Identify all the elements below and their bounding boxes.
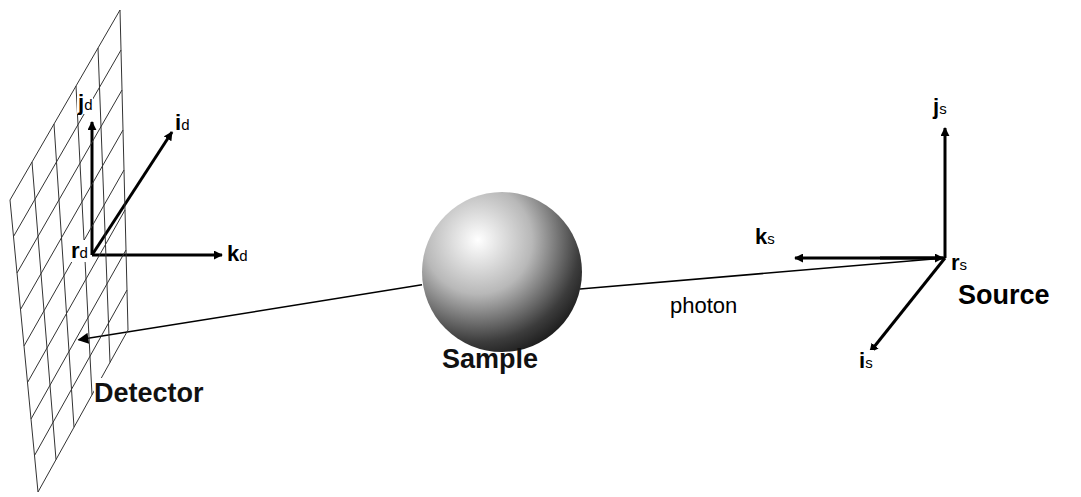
sphere-shape xyxy=(422,192,582,352)
source-axes xyxy=(795,128,945,352)
axis-label: rs xyxy=(950,252,968,274)
detector-axes xyxy=(92,122,222,255)
axis-label: ks xyxy=(754,226,776,248)
axis-label: jd xyxy=(77,92,93,114)
part-label: Source xyxy=(958,280,1050,311)
photon-connector xyxy=(79,285,422,340)
part-label: photon xyxy=(670,293,737,319)
node-heading: Sample xyxy=(442,344,538,375)
axis-label: js xyxy=(932,96,948,118)
axis-label: id xyxy=(174,112,190,134)
photon-path xyxy=(580,258,945,289)
axis-label: kd xyxy=(226,243,249,265)
sample-sphere: Sample xyxy=(422,192,582,352)
axis-label: is xyxy=(858,350,874,372)
axis-label: rd xyxy=(70,240,89,262)
node-heading: Detector xyxy=(94,378,204,409)
